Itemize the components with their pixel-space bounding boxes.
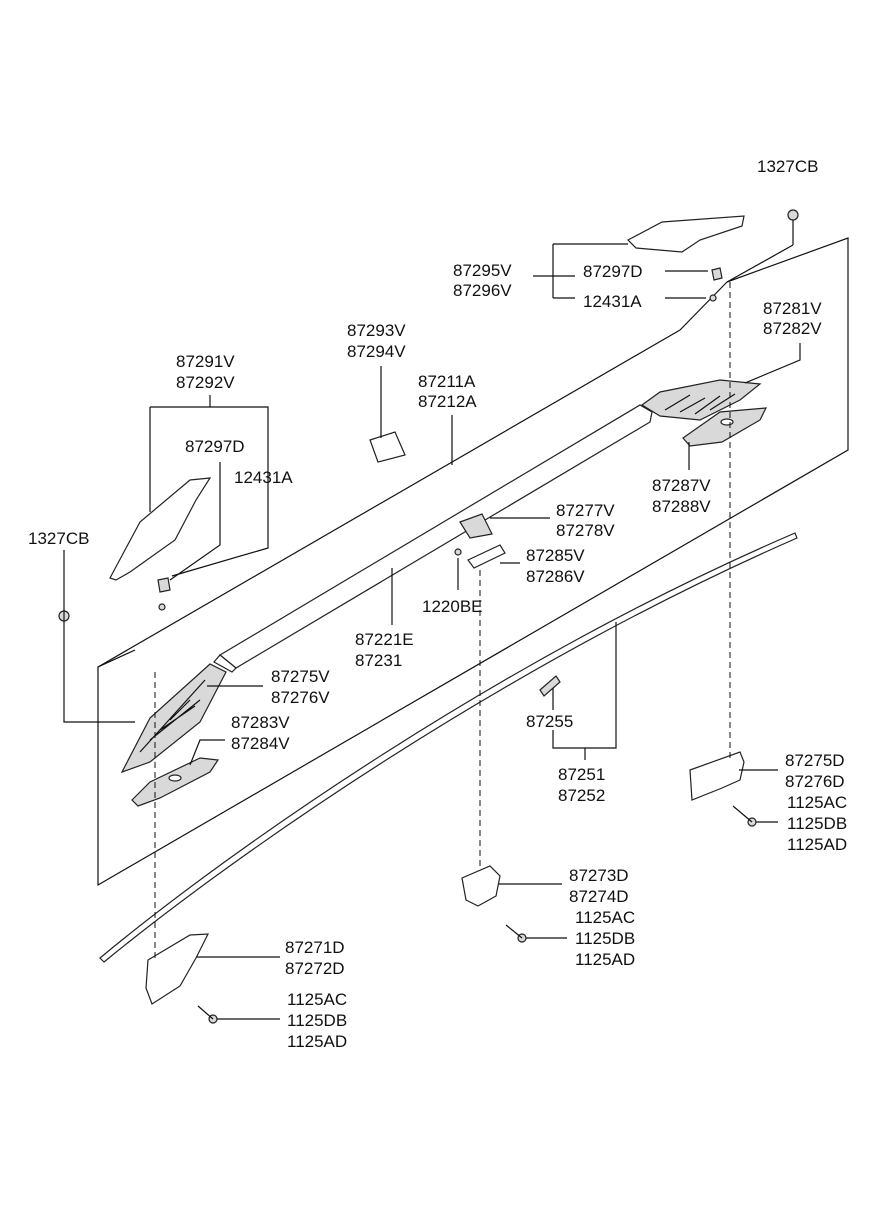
leader-lines [63,220,801,1020]
top-garnish-cover [627,215,745,253]
front-end-cover [120,663,227,774]
callout-labels: 1327CB 87295V 87296V 87297D 12431A 87281… [28,157,847,1051]
label-87211a: 87211A [418,372,476,391]
label-87295v: 87295V [453,261,512,280]
rail-assembly-frame [97,237,849,887]
front-bracket [145,933,209,1005]
label-87275d: 87275D [785,751,845,770]
label-12431a-left: 12431A [234,468,293,487]
label-87255: 87255 [526,712,573,731]
front-pad [131,757,220,807]
label-87285v: 87285V [526,546,585,565]
roof-molding [99,532,798,963]
label-87297d-top: 87297D [583,262,643,281]
label-87296v: 87296V [453,281,512,300]
label-87293v: 87293V [347,321,406,340]
middle-bracket [461,865,501,907]
left-garnish-cover [109,477,212,581]
label-87281v: 87281V [763,299,822,318]
label-87276d: 87276D [785,772,845,791]
center-spacer [467,544,506,569]
label-1125ad-left: 1125AD [287,1032,347,1051]
label-87221e: 87221E [355,630,414,649]
bolt-icon [58,209,799,1024]
rear-pad [682,407,768,447]
label-87271d: 87271D [285,938,345,957]
label-87272d: 87272D [285,959,345,978]
label-87284v: 87284V [231,734,290,753]
label-87212a: 87212A [418,392,477,411]
rear-bracket [689,751,745,801]
label-87292v: 87292V [176,373,235,392]
label-1125db-left: 1125DB [287,1011,347,1030]
alignment-dashes [154,282,731,960]
label-87294v: 87294V [347,342,406,361]
center-cover [369,431,406,463]
label-1327cb-top: 1327CB [757,157,818,176]
label-87277v: 87277V [556,501,615,520]
label-87287v: 87287V [652,476,711,495]
label-87231: 87231 [355,651,402,670]
label-87251: 87251 [558,765,605,784]
label-87275v: 87275V [271,667,330,686]
label-1125ac-middle: 1125AC [575,908,635,927]
label-1125ad-right: 1125AD [787,835,847,854]
label-87278v: 87278V [556,521,615,540]
label-87297d-left: 87297D [185,437,245,456]
label-87288v: 87288V [652,497,711,516]
label-87252: 87252 [558,786,605,805]
screw-lines [197,805,753,1020]
rear-end-cover [640,379,762,421]
center-support [459,513,493,539]
label-1125ac-right: 1125AC [787,793,847,812]
label-87286v: 87286V [526,567,585,586]
label-87274d: 87274D [569,887,629,906]
label-87273d: 87273D [569,866,629,885]
label-1125db-right: 1125DB [787,814,847,833]
label-1220be: 1220BE [422,597,483,616]
label-1327cb-left: 1327CB [28,529,89,548]
label-1125db-middle: 1125DB [575,929,635,948]
label-87282v: 87282V [763,319,822,338]
label-87291v: 87291V [176,352,235,371]
label-1125ac-left: 1125AC [287,990,347,1009]
label-87283v: 87283V [231,713,290,732]
label-87276v: 87276V [271,688,330,707]
roof-rail [213,404,653,673]
label-1125ad-middle: 1125AD [575,950,635,969]
label-12431a-top: 12431A [583,292,642,311]
